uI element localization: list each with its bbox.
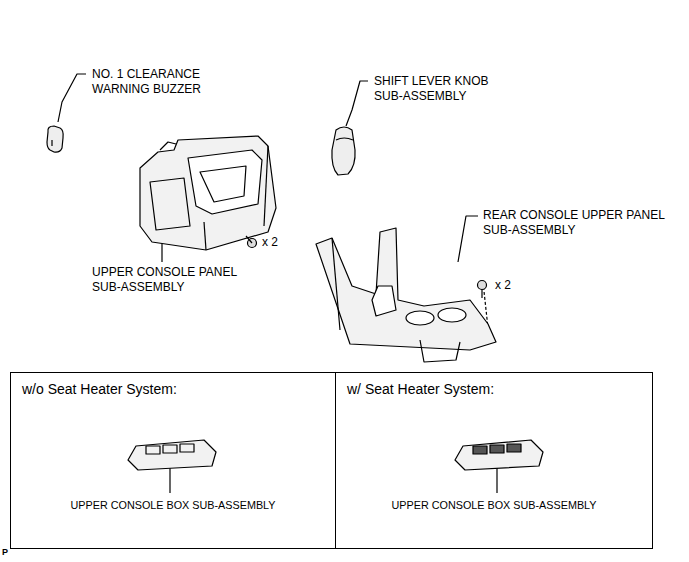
part-label: UPPER CONSOLE PANEL SUB-ASSEMBLY [92,265,257,295]
quantity-label: x 2 [262,235,292,250]
table-cell: w/o Seat Heater System: UPPER CONSOLE BOX… [10,372,336,549]
part-label: UPPER CONSOLE BOX SUB-ASSEMBLY [11,498,335,513]
leader-line [169,468,170,493]
upper-console-panel [140,136,276,250]
buzzer-part [51,140,52,146]
shift-knob [332,127,355,175]
part-label: NO. 1 CLEARANCE WARNING BUZZER [92,67,222,97]
part-label: P [2,546,14,558]
part-label: UPPER CONSOLE BOX SUB-ASSEMBLY [336,498,652,513]
leader-line [58,74,86,122]
console-box [455,440,543,470]
part-label: SHIFT LEVER KNOB SUB-ASSEMBLY [374,74,514,104]
rear-console-panel [316,228,496,362]
part-label: REAR CONSOLE UPPER PANEL SUB-ASSEMBLY [483,208,683,238]
buzzer-part [47,126,63,152]
cell-heading: w/o Seat Heater System: [22,381,177,398]
shift-knob [336,138,353,140]
table-cell: w/ Seat Heater System: UPPER CONSOLE BOX … [335,372,653,549]
console-box [128,440,216,470]
quantity-label: x 2 [495,278,525,293]
leader-line [458,216,478,262]
screw-symbol [246,236,257,248]
leader-line [346,81,368,126]
leader-line [496,468,497,493]
screw-symbol [478,281,487,299]
cell-heading: w/ Seat Heater System: [347,381,494,398]
